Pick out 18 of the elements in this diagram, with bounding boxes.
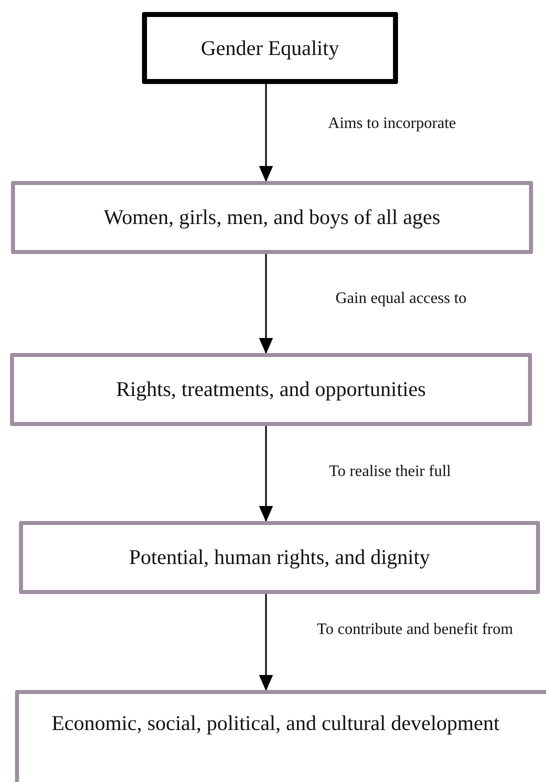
edge-label: Gain equal access to bbox=[334, 289, 468, 309]
box-text: Gender Equality bbox=[200, 34, 340, 62]
arrow bbox=[259, 426, 273, 522]
arrow bbox=[259, 594, 273, 691]
edge-label: To realise their full bbox=[328, 462, 452, 482]
process-box bbox=[142, 12, 398, 84]
process-box bbox=[10, 353, 532, 426]
arrow bbox=[259, 84, 273, 182]
process-box bbox=[11, 181, 533, 254]
process-box bbox=[19, 521, 540, 594]
arrow bbox=[259, 254, 273, 354]
box-text: Women, girls, men, and boys of all ages bbox=[104, 204, 440, 231]
box-text: Rights, treatments, and opportunities bbox=[116, 376, 426, 403]
edge-label: To contribute and benefit from bbox=[316, 620, 514, 640]
box-text: Economic, social, political, and cultural development bbox=[52, 710, 500, 736]
process-box bbox=[15, 690, 546, 782]
edge-label: Aims to incorporate bbox=[327, 114, 457, 134]
box-text: Potential, human rights, and dignity bbox=[129, 544, 430, 571]
